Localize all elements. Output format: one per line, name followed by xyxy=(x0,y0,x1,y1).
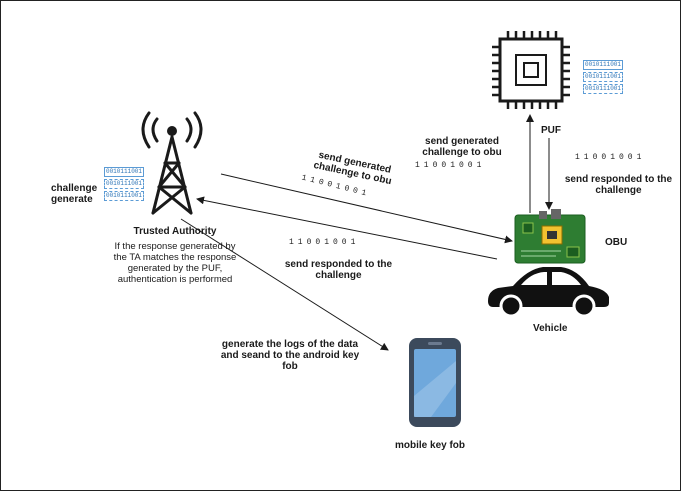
response-bits-puf: 11001001 xyxy=(573,152,648,163)
cpu-chip-icon xyxy=(492,31,570,109)
smartphone-icon xyxy=(409,338,461,427)
circuit-board-icon xyxy=(514,209,586,264)
bit-row: 0010111001 xyxy=(583,84,623,94)
arrow-ta-to-obu xyxy=(220,173,513,244)
vehicle-label: Vehicle xyxy=(533,323,568,334)
response-bits-ta: 11001001 xyxy=(287,237,362,248)
ta-bit-box: 0010111001 0010111001 0010111001 xyxy=(104,167,144,203)
car-icon xyxy=(488,267,609,318)
logs-to-fob-label: generate the logs of the data and seand … xyxy=(220,339,360,372)
bit-row: 0010111001 xyxy=(583,72,623,82)
arrow-ta-to-fob xyxy=(180,218,389,351)
challenge-bits-puf: 11001001 xyxy=(413,160,488,171)
bit-row: 0010111001 xyxy=(104,191,144,201)
mobile-key-fob-label: mobile key fob xyxy=(395,440,466,451)
puf-label: PUF xyxy=(541,125,561,136)
obu-label: OBU xyxy=(605,237,628,248)
bit-row: 0010111001 xyxy=(104,179,144,189)
tower-icon xyxy=(141,111,203,215)
send-response-label-puf: send responded to the challenge xyxy=(564,174,673,196)
trusted-authority-label: Trusted Authority xyxy=(133,226,217,237)
bit-row: 0010111001 xyxy=(583,60,623,70)
arrow-obu-to-ta xyxy=(196,196,498,260)
bit-row: 0010111001 xyxy=(104,167,144,177)
connector-arrows xyxy=(180,114,553,351)
ta-note-text: If the response generated by the TA matc… xyxy=(113,241,237,285)
send-challenge-label-puf: send generated challenge to obu xyxy=(422,136,502,158)
send-response-label-ta: send responded to the challenge xyxy=(284,259,393,281)
puf-bit-box: 0010111001 0010111001 0010111001 xyxy=(583,60,623,96)
challenge-generate-label: challenge generate xyxy=(51,183,98,205)
